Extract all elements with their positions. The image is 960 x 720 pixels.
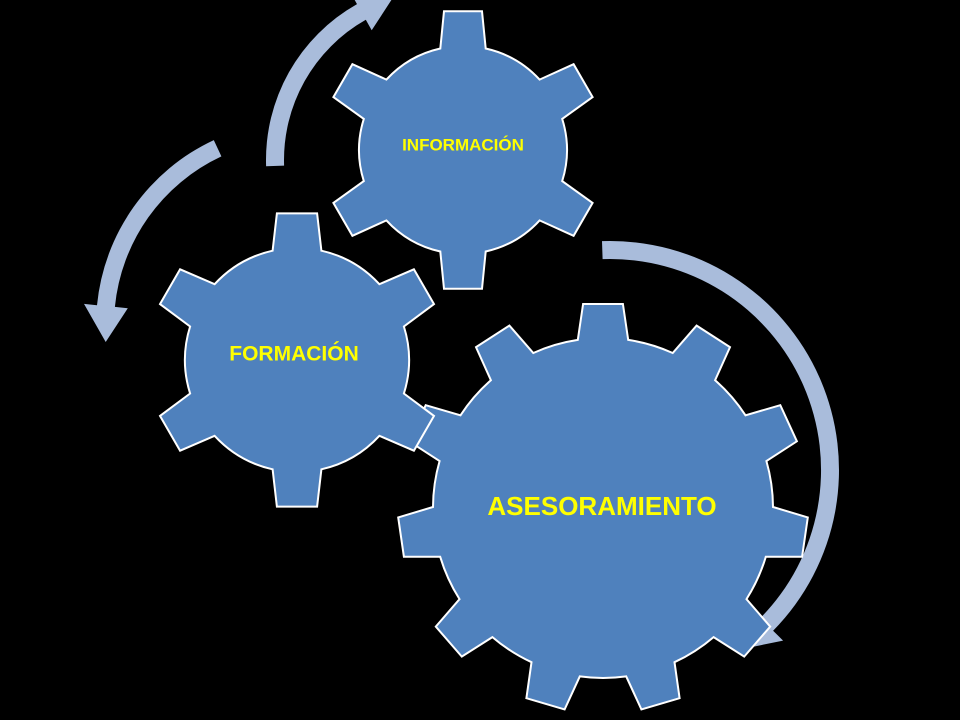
gear-formacion-label: FORMACIÓN xyxy=(229,342,359,366)
gear-formacion: FORMACIÓN xyxy=(158,212,436,508)
gear-informacion-shape xyxy=(332,10,594,290)
arrow-right xyxy=(602,240,839,651)
gear-asesoramiento-label: ASESORAMIENTO xyxy=(487,491,716,521)
gear-asesoramiento: ASESORAMIENTO xyxy=(397,303,809,711)
gear-informacion-label: INFORMACIÓN xyxy=(402,135,524,154)
gear-formacion-shape xyxy=(158,212,436,508)
arrow-top-left xyxy=(266,0,392,167)
arrow-left xyxy=(84,140,222,342)
cycle-arrows xyxy=(84,0,839,651)
gear-informacion: INFORMACIÓN xyxy=(332,10,594,290)
